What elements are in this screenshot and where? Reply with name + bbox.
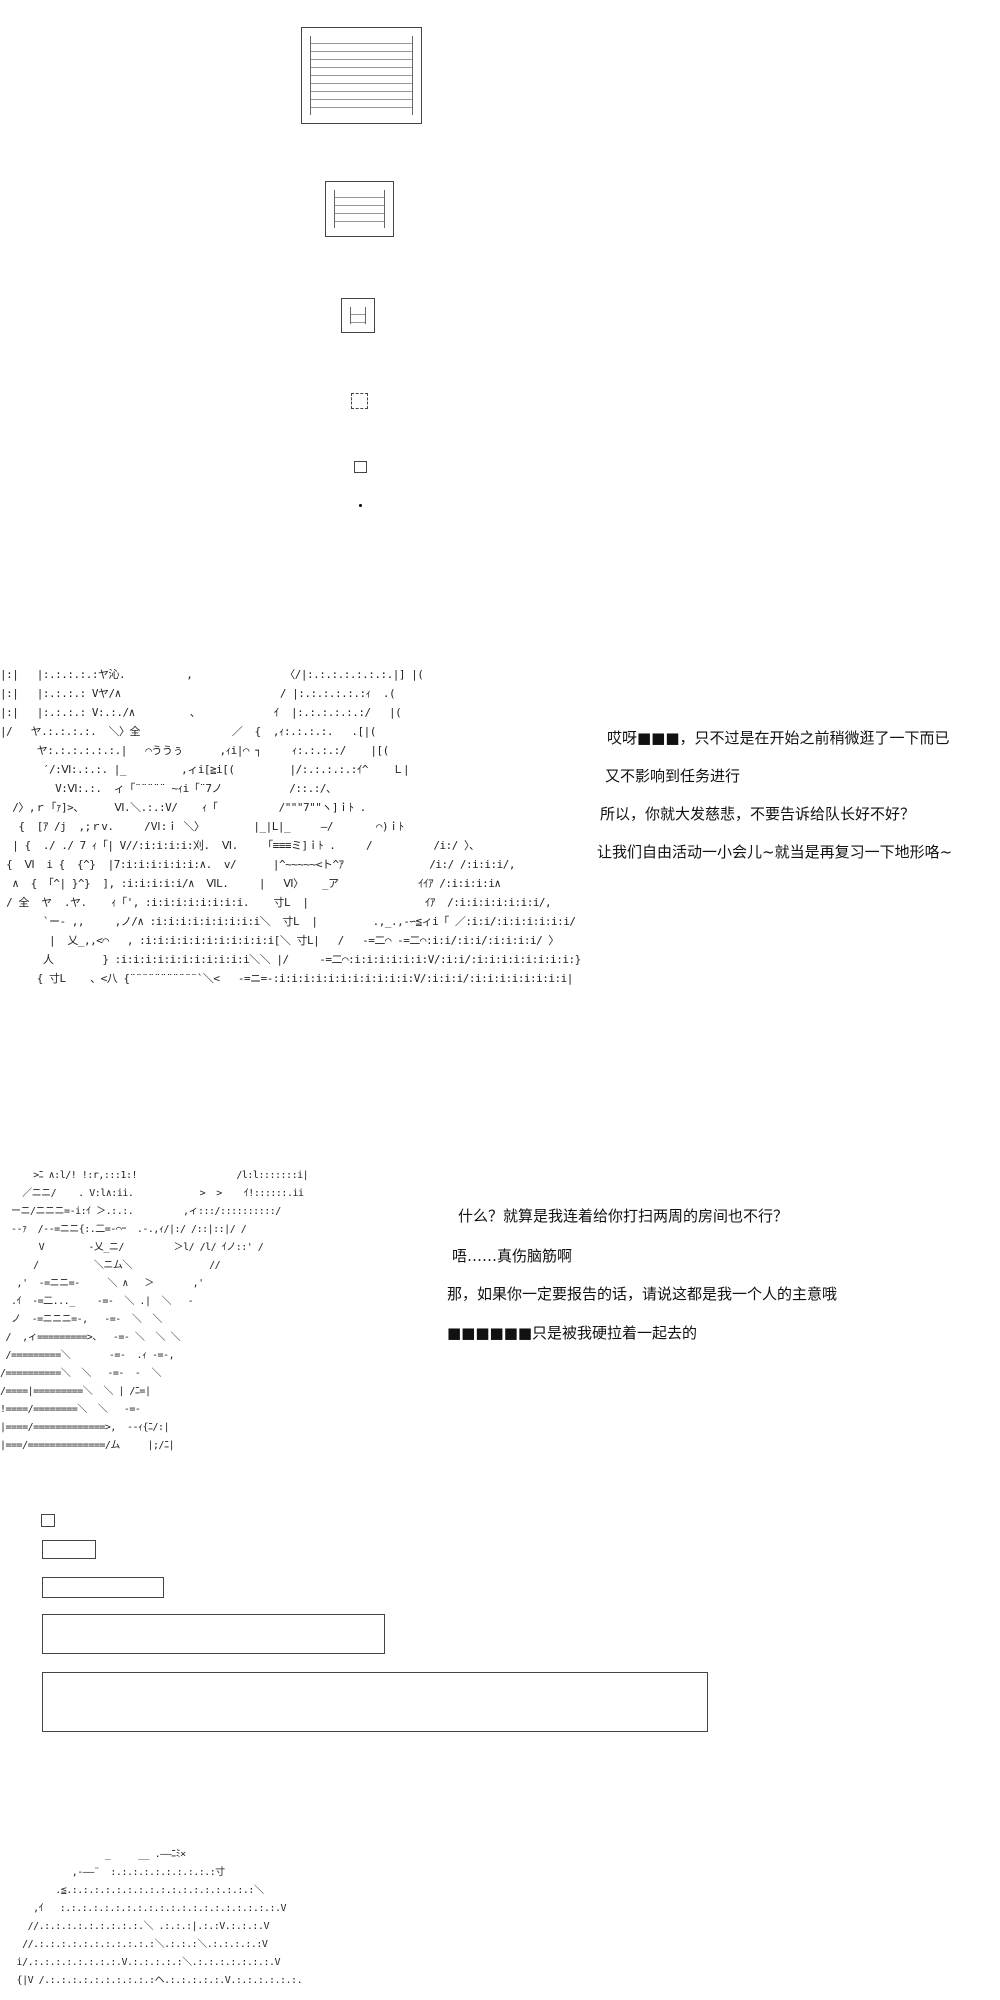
expanding-frame-4 (42, 1614, 385, 1654)
expanding-frame-1 (41, 1514, 55, 1527)
panel-frame-tiny (351, 393, 368, 409)
panel-frame-medium (325, 181, 394, 237)
panel-dot (359, 504, 362, 507)
dialogue-1-line-4: 让我们自由活动一小会儿~就当是再复习一下地形咯~ (597, 843, 953, 861)
ascii-art-scene-1: |:| |:.:.:.:.:ヤ沁. , 〈/|:.:.:.:.:.:.:.|] … (0, 668, 581, 985)
dialogue-2-line-1: 什么？就算是我连着给你打扫两周的房间也不行？ (458, 1207, 789, 1225)
panel-frame-large (301, 27, 422, 124)
dialogue-1-line-3: 所以，你就大发慈悲，不要告诉给队长好不好？ (600, 805, 916, 823)
expanding-frame-2 (42, 1540, 96, 1559)
dialogue-1-line-2: 又不影响到任务进行 (605, 767, 741, 785)
expanding-frame-3 (42, 1577, 164, 1598)
ascii-art-scene-3: _ __ .——ﾆﾐ× ,-——¨ :.:.:.:.:.:.:.:.:.:寸 .… (16, 1849, 303, 1986)
panel-frame-small (341, 298, 375, 333)
dialogue-2-line-2: 唔……真伤脑筋啊 (452, 1247, 573, 1265)
dialogue-2-line-4: ■■■■■■只是被我硬拉着一起去的 (447, 1324, 698, 1342)
ascii-art-scene-2: >ﾆ ∧:l/! !:r,:::1:! /l:l:::::::i| ／ニニ/ .… (0, 1170, 309, 1451)
panel-frame-minimal (354, 461, 367, 473)
dialogue-1-line-1: 哎呀■■■，只不过是在开始之前稍微逛了一下而已 (607, 729, 950, 747)
dialogue-2-line-3: 那，如果你一定要报告的话，请说这都是我一个人的主意哦 (447, 1285, 838, 1303)
expanding-frame-5 (42, 1672, 708, 1732)
